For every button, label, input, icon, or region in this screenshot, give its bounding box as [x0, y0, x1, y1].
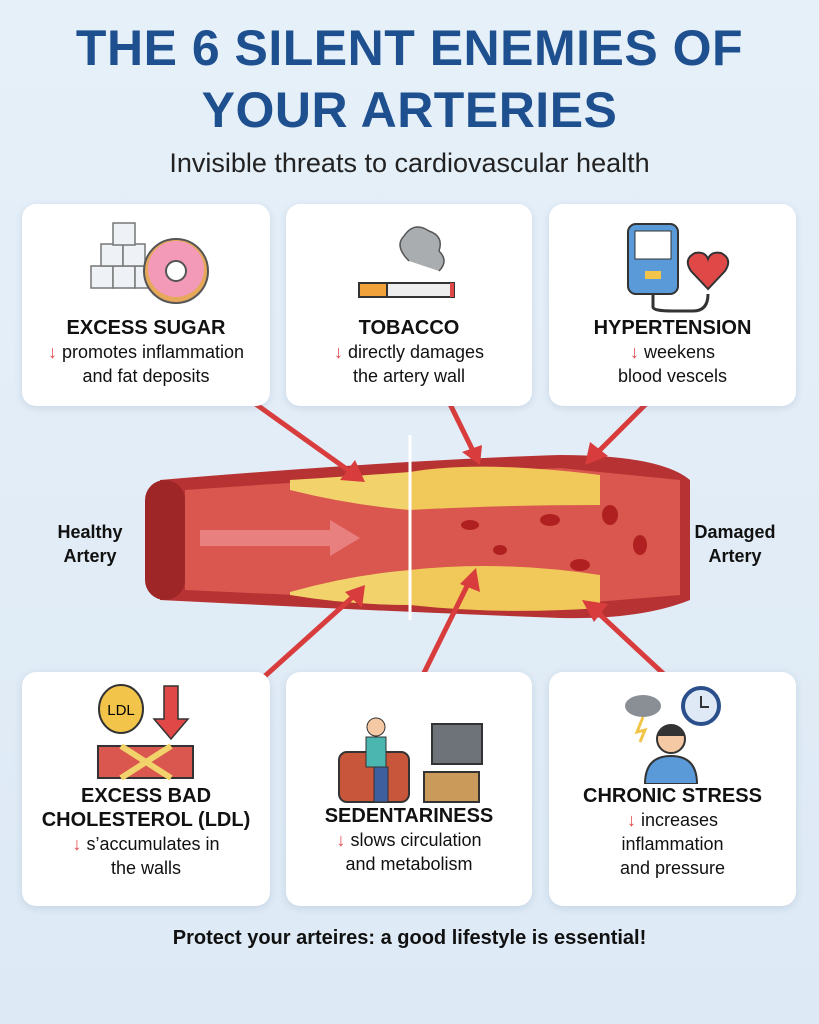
arrow-stress	[593, 608, 670, 680]
label-line: Damaged	[694, 522, 776, 542]
desc-line: directly damages	[347, 342, 485, 362]
couch-tv-icon	[286, 712, 532, 812]
down-arrow-icon: ↓	[333, 342, 343, 362]
title-line-1: THE 6 SILENT ENEMIES OF	[75, 20, 744, 76]
down-arrow-icon: ↓	[72, 834, 82, 854]
desc-line: and fat deposits	[82, 366, 210, 386]
desc-line: slows circulation	[350, 830, 482, 850]
card-title: TOBACCO	[358, 317, 460, 339]
arrow-hypertension	[593, 398, 652, 457]
desc-line: and metabolism	[345, 854, 473, 874]
desc-line: and pressure	[619, 858, 726, 878]
card-title: EXCESS SUGAR	[66, 317, 226, 339]
card-title: CHRONIC STRESS	[583, 785, 762, 807]
arrow-tobacco	[445, 398, 478, 457]
down-arrow-icon: ↓	[626, 810, 636, 830]
arrow-sedentary-head	[460, 568, 480, 592]
blood-pressure-monitor-icon	[549, 216, 796, 316]
desc-line: inflammation	[621, 834, 724, 854]
arrow-stress-head	[582, 600, 608, 622]
arrow-sedentary	[415, 578, 473, 687]
arrow-ldl-head	[345, 585, 365, 608]
ldl-text: LDL	[107, 702, 135, 719]
card-desc: ↓ increases inflammation and pressure	[549, 808, 796, 880]
card-desc: ↓ directly damages the artery wall	[286, 340, 532, 388]
arrow-sugar-head	[340, 460, 365, 482]
card-title: HYPERTENSION	[593, 317, 752, 339]
artery-diagram	[145, 397, 690, 687]
plaque-bottom-damaged	[410, 566, 600, 611]
card-tobacco: TOBACCO ↓ directly damages the artery wal…	[286, 204, 532, 406]
desc-line: weekens	[643, 342, 716, 362]
threat-arrows	[248, 397, 670, 687]
label-line: Artery	[708, 546, 762, 566]
arrow-tobacco-head	[462, 445, 482, 465]
card-chronic-stress: CHRONIC STRESS ↓ increases inflammation an…	[549, 672, 796, 906]
card-sedentariness: SEDENTARINESS ↓ slows circulation and met…	[286, 672, 532, 906]
title-line: EXCESS BAD	[80, 785, 212, 807]
desc-line: s’accumulates in	[86, 834, 220, 854]
card-desc: ↓ slows circulation and metabolism	[286, 828, 532, 876]
plaque-top-healthy	[290, 472, 410, 510]
arrow-sugar	[248, 397, 357, 478]
desc-line: increases	[640, 810, 719, 830]
footer-message: Protect your arteires: a good lifestyle …	[172, 927, 647, 949]
title-line-2: YOUR ARTERIES	[201, 82, 618, 138]
card-desc: ↓ weekens blood vescels	[549, 340, 796, 388]
card-title: SEDENTARINESS	[324, 805, 494, 827]
plaque-bottom-healthy	[290, 570, 410, 605]
card-hypertension: HYPERTENSION ↓ weekens blood vescels	[549, 204, 796, 406]
plaque-top-damaged	[410, 466, 600, 510]
desc-line: the artery wall	[352, 366, 466, 386]
arrow-ldl	[253, 593, 357, 687]
label-line: Artery	[63, 546, 117, 566]
card-desc: ↓ s’accumulates in the walls	[22, 832, 270, 880]
card-desc: ↓ promotes inflammation and fat deposits	[22, 340, 270, 388]
card-excess-sugar: EXCESS SUGAR ↓ promotes inflammation and …	[22, 204, 270, 406]
artery-tube	[145, 435, 690, 620]
down-arrow-icon: ↓	[336, 830, 346, 850]
blood-cells	[461, 505, 647, 571]
down-arrow-icon: ↓	[47, 342, 57, 362]
ldl-artery-icon: LDL	[22, 684, 270, 784]
label-line: Healthy	[57, 522, 123, 542]
cigarette-icon	[286, 216, 532, 316]
desc-line: the walls	[110, 858, 182, 878]
flow-arrow	[200, 520, 360, 556]
desc-line: promotes inflammation	[61, 342, 245, 362]
down-arrow-icon: ↓	[629, 342, 639, 362]
arrow-hypertension-head	[585, 442, 608, 465]
title-line: CHOLESTEROL (LDL)	[41, 809, 251, 831]
stress-person-icon	[549, 684, 796, 784]
desc-line: blood vescels	[617, 366, 728, 386]
sugar-donut-icon	[22, 216, 270, 316]
subtitle: Invisible threats to cardiovascular heal…	[169, 148, 650, 178]
